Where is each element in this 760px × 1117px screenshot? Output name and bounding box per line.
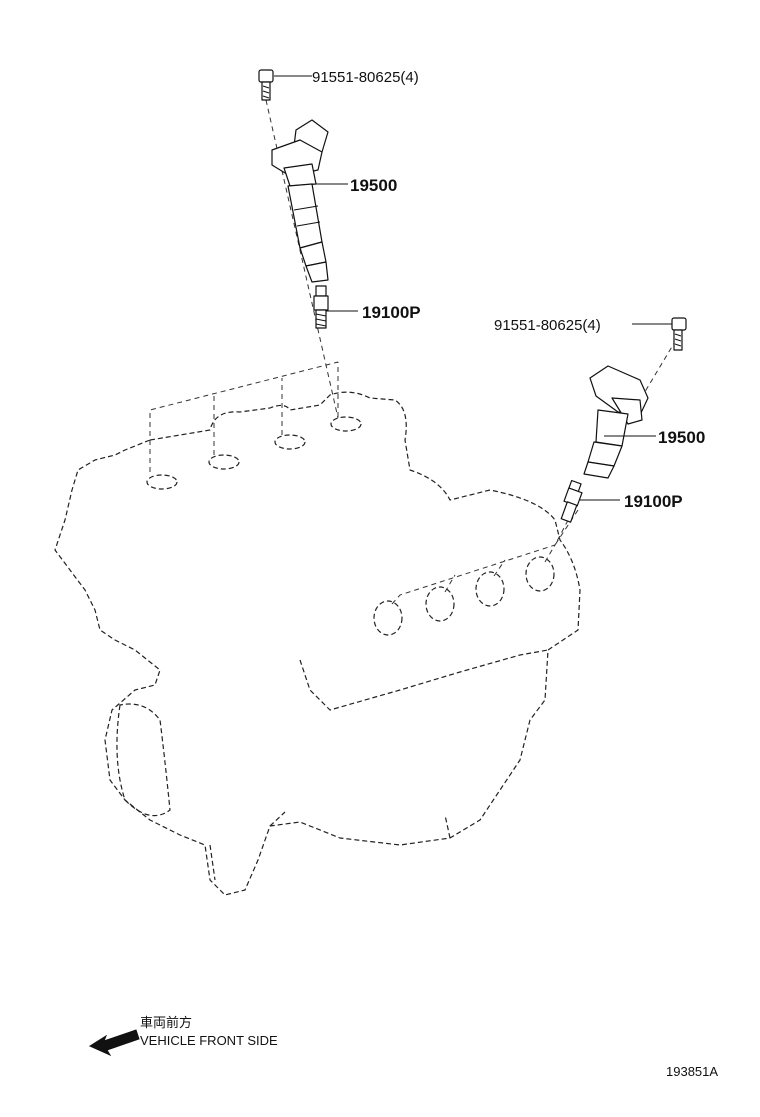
direction-label-english: VEHICLE FRONT SIDE <box>140 1033 278 1048</box>
label-plug-upper: 19100P <box>362 303 421 322</box>
label-bolt-right: 91551-80625(4) <box>494 317 601 334</box>
upper-bolt <box>258 69 274 101</box>
label-coil-right: 19500 <box>658 428 705 447</box>
right-spark-plug <box>560 479 583 523</box>
right-assembly-center-line <box>554 339 677 546</box>
right-ignition-coil <box>583 365 649 479</box>
leader-lines <box>274 75 672 501</box>
upper-ignition-coil <box>271 119 329 283</box>
upper-spark-plug <box>313 285 329 329</box>
label-coil-upper: 19500 <box>350 176 397 195</box>
upper-bank-spark-plug-holes <box>146 361 362 490</box>
label-bolt-upper: 91551-80625(4) <box>312 69 419 86</box>
engine-block-outline <box>54 391 581 896</box>
vehicle-front-indicator: 車両前方 VEHICLE FRONT SIDE <box>88 1015 278 1057</box>
figure-number: 193851A <box>666 1064 718 1079</box>
right-bank-spark-plug-holes <box>373 504 577 636</box>
right-bolt <box>671 317 687 351</box>
label-plug-right: 19100P <box>624 492 683 511</box>
direction-arrow-icon <box>88 1029 140 1057</box>
direction-label-japanese: 車両前方 <box>140 1015 192 1030</box>
